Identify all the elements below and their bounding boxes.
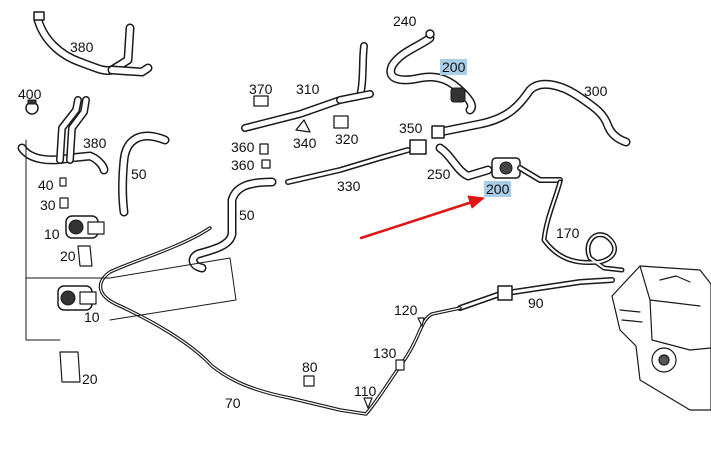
hose-50-upper (118, 131, 170, 217)
fastener-130 (395, 359, 405, 371)
callout-10-lower: 10 (84, 309, 100, 325)
clip-320 (333, 115, 349, 129)
bracket-20-lower (59, 351, 81, 383)
callout-360-b: 360 (231, 157, 255, 173)
callout-110: 110 (354, 383, 377, 399)
hose-250 (409, 139, 563, 183)
callout-300: 300 (584, 83, 608, 99)
connector-30 (59, 197, 69, 209)
engine-assembly (611, 265, 711, 411)
callout-120: 120 (394, 302, 418, 318)
callout-250: 250 (427, 166, 451, 182)
clip-370 (253, 95, 269, 107)
callout-240: 240 (393, 13, 417, 29)
hose-380-upper (33, 11, 153, 77)
callout-40: 40 (38, 177, 54, 193)
callout-20-lower: 20 (82, 371, 98, 387)
pump-10-upper (65, 215, 105, 239)
callout-380-lower: 380 (83, 135, 107, 151)
fastener-110 (363, 397, 373, 409)
callout-130: 130 (373, 345, 397, 361)
line-170 (541, 179, 625, 273)
hose-380-lower (17, 96, 109, 175)
fastener-120 (417, 317, 425, 327)
bracket-20-upper (77, 245, 93, 267)
line-70 (98, 226, 462, 416)
callout-380-upper: 380 (70, 39, 94, 55)
hose-300 (431, 79, 631, 147)
callout-320: 320 (335, 131, 359, 147)
hose-50-middle (188, 177, 277, 273)
hose-330 (285, 147, 411, 185)
callout-50-upper: 50 (131, 166, 147, 182)
clip-40 (59, 177, 67, 187)
callout-200-upper: 200 (440, 59, 468, 75)
group-outline (25, 139, 237, 341)
fitting-400 (25, 99, 39, 115)
callout-200-lower: 200 (484, 181, 512, 197)
callout-360-a: 360 (231, 139, 255, 155)
callout-350: 350 (399, 120, 423, 136)
clip-360-b (261, 159, 271, 169)
callout-70: 70 (225, 395, 241, 411)
callout-50-middle: 50 (239, 207, 255, 223)
hose-90 (457, 277, 615, 311)
callout-10-upper: 10 (44, 226, 60, 242)
callout-370: 370 (249, 81, 273, 97)
callout-340: 340 (293, 135, 317, 151)
callout-80: 80 (302, 359, 318, 375)
pump-10-lower (57, 285, 97, 311)
callout-20-upper: 20 (60, 248, 76, 264)
hose-200-upper (386, 29, 477, 115)
callout-90: 90 (528, 295, 544, 311)
callout-330: 330 (337, 178, 361, 194)
callout-170: 170 (556, 225, 580, 241)
callout-310: 310 (296, 81, 320, 97)
hose-310 (241, 42, 374, 132)
fastener-80 (303, 375, 315, 387)
clip-360-a (259, 143, 269, 155)
pointer-arrow-icon (359, 195, 485, 240)
callout-400: 400 (18, 86, 42, 102)
clip-340 (295, 119, 311, 133)
callout-30: 30 (40, 197, 56, 213)
